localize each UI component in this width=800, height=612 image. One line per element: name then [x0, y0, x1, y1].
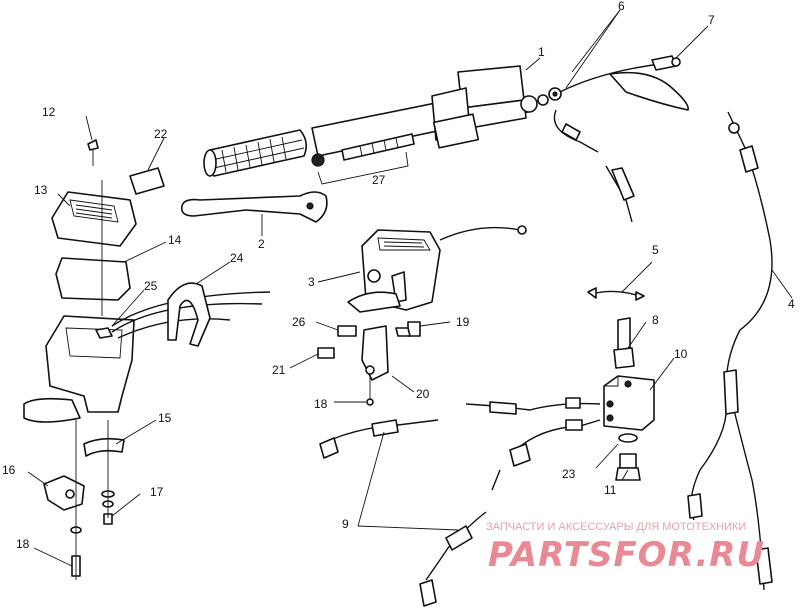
switch-housing-cover — [51, 139, 165, 316]
master-cylinder — [431, 65, 562, 149]
callout-11: 11 — [604, 483, 617, 497]
watermark-tagline: ЗАПЧАСТИ И АКСЕССУАРЫ ДЛЯ МОТОТЕХНИКИ — [486, 521, 746, 533]
callout-18-left: 18 — [16, 537, 30, 551]
switch-housing-body — [23, 282, 271, 423]
callout-7: 7 — [708, 13, 715, 27]
brake-hose — [553, 55, 689, 223]
throttle-housing — [317, 225, 527, 406]
callout-labels: 1 2 3 4 5 6 7 8 9 10 11 12 13 14 15 16 1… — [2, 0, 795, 551]
decal — [129, 167, 165, 195]
brake-lever — [180, 191, 328, 223]
throttle-cable — [687, 111, 773, 591]
callout-17: 17 — [150, 485, 164, 499]
callout-10: 10 — [674, 347, 688, 361]
callout-8: 8 — [652, 313, 659, 327]
watermark-logo: PARTSFOR.RU — [488, 535, 765, 575]
callout-12: 12 — [42, 105, 56, 119]
callout-19: 19 — [456, 315, 470, 329]
callout-22: 22 — [154, 127, 168, 141]
callout-20: 20 — [416, 387, 430, 401]
callout-27: 27 — [372, 173, 386, 187]
watermark: ЗАПЧАСТИ И АКСЕССУАРЫ ДЛЯ МОТОТЕХНИКИ PA… — [486, 521, 765, 575]
callout-4: 4 — [788, 297, 795, 311]
callout-23: 23 — [562, 467, 576, 481]
brake-line-9 — [319, 419, 487, 607]
callout-15: 15 — [158, 411, 172, 425]
callout-25: 25 — [144, 279, 158, 293]
clip — [591, 290, 641, 297]
callout-18-center: 18 — [314, 397, 328, 411]
callout-21: 21 — [272, 363, 286, 377]
callout-2: 2 — [258, 237, 265, 251]
callout-26: 26 — [292, 315, 306, 329]
callout-13: 13 — [34, 183, 48, 197]
callout-14: 14 — [168, 233, 182, 247]
callout-6: 6 — [618, 0, 625, 13]
callout-leaders — [27, 9, 793, 567]
callout-3: 3 — [308, 275, 315, 289]
brake-plunger — [311, 133, 415, 185]
lower-clamp-parts — [43, 420, 125, 580]
callout-9: 9 — [342, 517, 349, 531]
callout-24: 24 — [230, 251, 244, 265]
callout-16: 16 — [2, 463, 16, 477]
brake-junction-block — [465, 317, 655, 491]
callout-1: 1 — [538, 45, 545, 59]
callout-5: 5 — [652, 243, 659, 257]
